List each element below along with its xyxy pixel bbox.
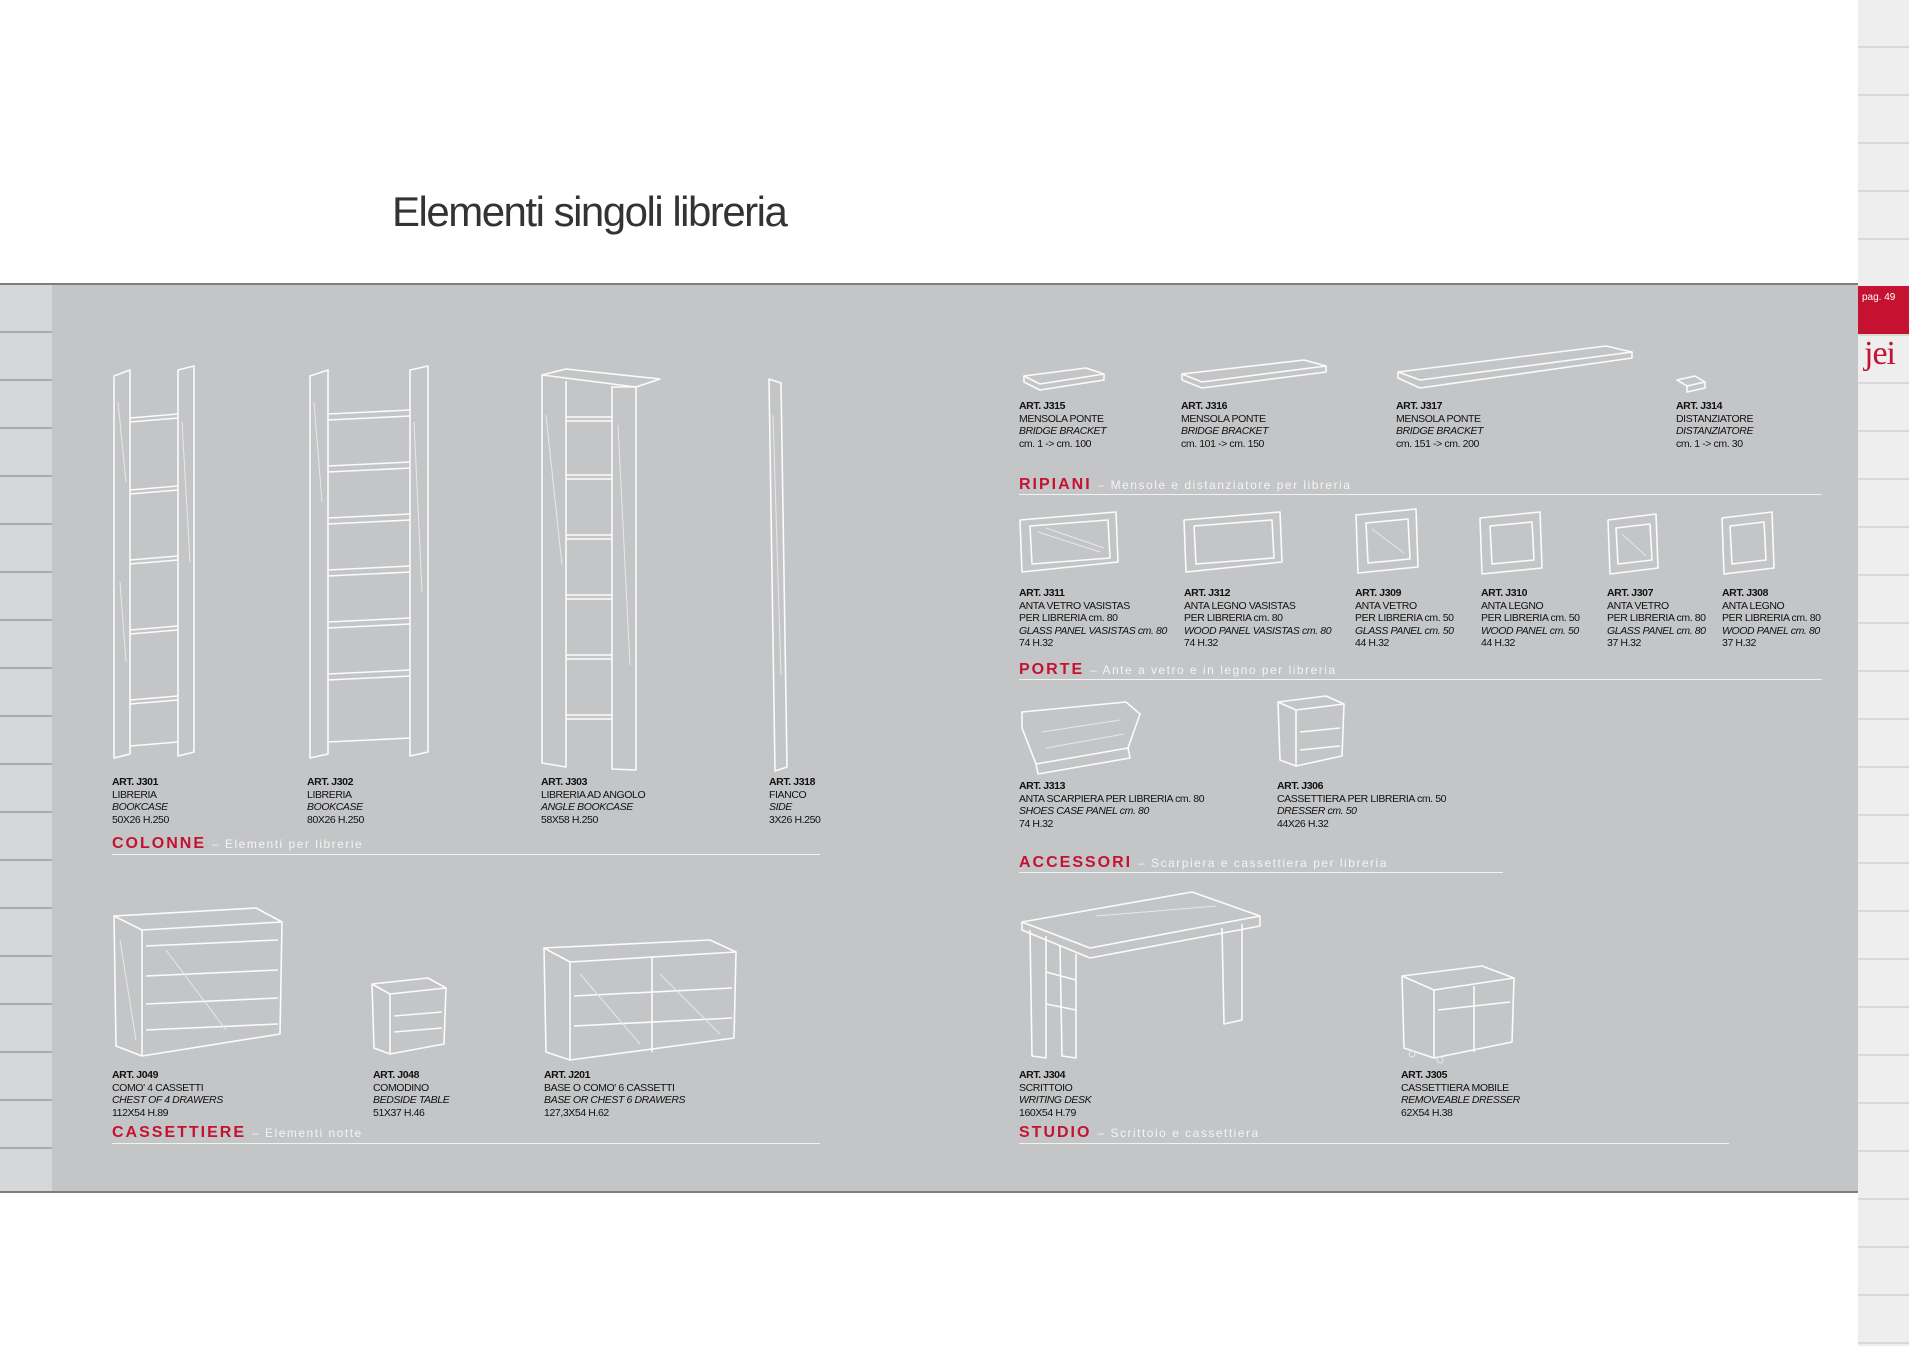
spacer-j314-sketch — [1676, 375, 1706, 393]
bracket-j317-sketch — [1397, 345, 1633, 389]
wood-panel-j312-sketch — [1183, 511, 1283, 573]
section-divider — [112, 854, 820, 855]
glass-panel-j309-sketch — [1355, 508, 1419, 574]
section-divider — [1019, 679, 1822, 680]
section-studio: STUDIO – Scrittoio e cassettiera — [1019, 1124, 1260, 1142]
nightstand-j048-sketch — [371, 977, 447, 1055]
section-subtitle: – Mensole e distanziatore per libreria — [1097, 478, 1352, 492]
glass-panel-j311-sketch — [1019, 511, 1119, 573]
section-accessori: ACCESSORI – Scarpiera e cassettiera per l… — [1019, 854, 1388, 872]
writing-desk-j304-sketch — [1021, 891, 1261, 1059]
dresser-j306-sketch — [1277, 695, 1345, 767]
base-j201-sketch — [543, 939, 737, 1061]
section-title: COLONNE — [112, 835, 206, 852]
page-edge-tabs — [1858, 0, 1909, 1346]
chest-j049-sketch — [113, 907, 283, 1057]
section-subtitle: – Scarpiera e cassettiera per libreria — [1138, 856, 1388, 870]
section-title: STUDIO — [1019, 1124, 1092, 1141]
page-title: Elementi singoli libreria — [392, 188, 788, 235]
active-page-tab[interactable] — [1858, 286, 1909, 334]
section-subtitle: – Elementi notte — [252, 1126, 363, 1140]
shoe-case-j313-sketch — [1021, 701, 1141, 775]
section-colonne: COLONNE – Elementi per librerie — [112, 835, 363, 853]
section-title: ACCESSORI — [1019, 854, 1133, 871]
section-title: RIPIANI — [1019, 476, 1092, 493]
section-porte: PORTE – Ante a vetro e in legno per libre… — [1019, 661, 1337, 679]
brand-logo: jei — [1864, 335, 1896, 372]
section-subtitle: – Scrittoio e cassettiera — [1097, 1126, 1260, 1140]
side-panel-j318-sketch — [768, 378, 788, 772]
bracket-j316-sketch — [1181, 359, 1327, 389]
bracket-j315-sketch — [1023, 367, 1105, 391]
bookcase-j301-sketch — [113, 365, 195, 759]
section-divider — [112, 1143, 820, 1144]
mobile-dresser-j305-sketch — [1401, 965, 1515, 1064]
page-number: pag. 49 — [1862, 292, 1896, 303]
angle-bookcase-j303-sketch — [541, 368, 661, 771]
bookcase-j302-sketch — [309, 365, 429, 759]
section-subtitle: – Ante a vetro e in legno per libreria — [1090, 663, 1337, 677]
wood-panel-j308-sketch — [1721, 511, 1775, 575]
section-title: PORTE — [1019, 661, 1085, 678]
section-title: CASSETTIERE — [112, 1124, 247, 1141]
glass-panel-j307-sketch — [1607, 513, 1659, 575]
section-divider — [1019, 494, 1822, 495]
section-ripiani: RIPIANI – Mensole e distanziatore per lib… — [1019, 476, 1351, 494]
wood-panel-j310-sketch — [1479, 511, 1543, 575]
section-cassettiere: CASSETTIERE – Elementi notte — [112, 1124, 363, 1142]
section-subtitle: – Elementi per librerie — [212, 837, 364, 851]
section-divider — [1019, 1143, 1729, 1144]
left-edge-strip — [0, 285, 52, 1191]
section-divider — [1019, 872, 1503, 873]
